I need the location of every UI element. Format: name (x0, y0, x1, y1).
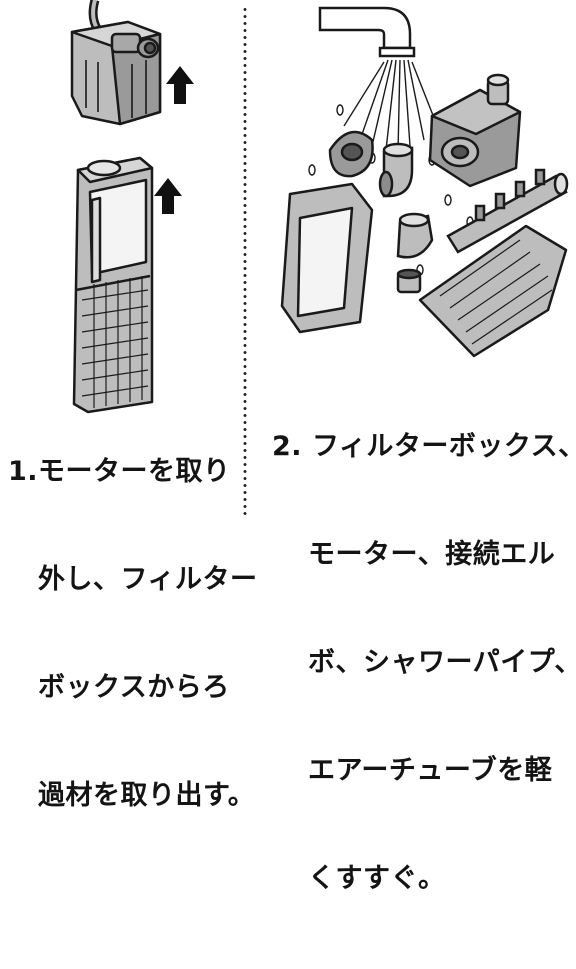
step-1-number: 1. (8, 456, 39, 487)
tube-piece-illustration (396, 268, 422, 294)
impeller-cover-illustration (328, 130, 374, 178)
step-1-line-1: 1.モーターを取り (8, 454, 257, 490)
elbow-connector-illustration (378, 142, 414, 198)
faucet-icon (318, 6, 416, 58)
motor-unit-illustration (70, 0, 162, 126)
step-1-text: モーターを取り (38, 456, 231, 487)
step-2-line-4: エアーチューブを軽 (308, 755, 553, 786)
shower-pipe-illustration (446, 168, 569, 254)
step-1-line-4: 過材を取り出す。 (38, 780, 256, 811)
up-arrow-icon (154, 178, 182, 214)
strainer-basket-illustration (418, 224, 568, 358)
up-arrow-icon (166, 66, 194, 104)
step-2-text: フィルターボックス、 (311, 431, 576, 462)
step-2-caption: 2. フィルターボックス、 モーター、接続エル ボ、シャワーパイプ、 エアーチュ… (272, 357, 576, 969)
step-1-line-3: ボックスからろ (38, 672, 230, 703)
step-divider (243, 6, 247, 518)
step-2-number: 2. (272, 431, 303, 462)
step-1-caption: 1.モーターを取り 外し、フィルター ボックスからろ 過材を取り出す。 (8, 382, 257, 886)
illustration-layer (70, 0, 569, 414)
motor-illustration (428, 73, 522, 188)
filter-box-illustration (72, 156, 154, 414)
water-spray-icon (343, 59, 439, 153)
step-2-line-3: ボ、シャワーパイプ、 (308, 647, 576, 678)
step-2-line-2: モーター、接続エル (308, 539, 556, 570)
step-2-line-1: 2. フィルターボックス、 (272, 429, 576, 465)
instruction-sheet: 1.モーターを取り 外し、フィルター ボックスからろ 過材を取り出す。 2. フ… (8, 0, 576, 894)
step-2-line-5: くすすぐ。 (308, 863, 446, 894)
filter-box-illustration (280, 182, 374, 334)
elbow-connector-illustration (396, 212, 434, 259)
step-1-line-2: 外し、フィルター (38, 564, 258, 595)
